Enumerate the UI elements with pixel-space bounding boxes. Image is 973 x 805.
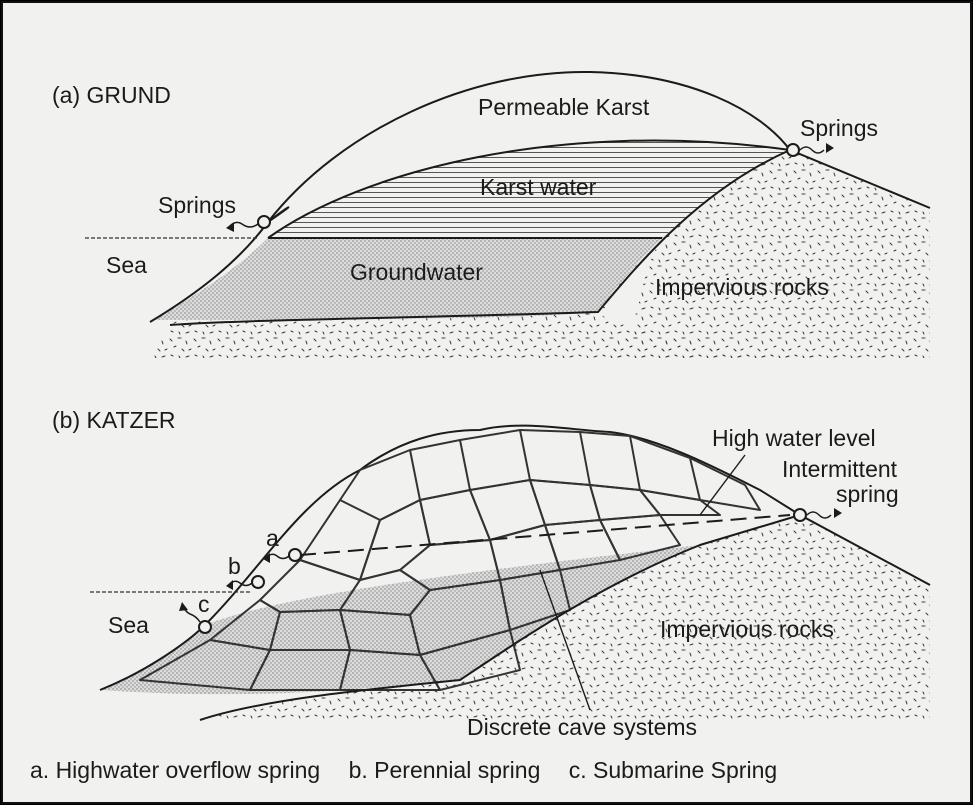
spring-c-label: c <box>198 591 210 617</box>
spring-a-label: a <box>266 525 279 551</box>
legend-item-a: a. Highwater overflow spring <box>30 757 320 783</box>
spring-c-marker <box>199 621 211 633</box>
impervious-rocks-label-b: Impervious rocks <box>660 616 834 642</box>
impervious-rocks-label-a: Impervious rocks <box>655 274 829 300</box>
spring-b-label: b <box>228 553 241 579</box>
high-water-level-label: High water level <box>712 425 876 451</box>
springs-right-label: Springs <box>800 115 878 141</box>
spring-arrow-left-a <box>230 222 258 227</box>
spring-a-arrow <box>267 554 289 558</box>
intermittent-spring-label-line2: spring <box>836 481 899 507</box>
spring-c-arrowhead <box>179 602 188 611</box>
groundwater-label: Groundwater <box>350 259 483 285</box>
spring-b-marker <box>252 576 264 588</box>
legend-item-b: b. Perennial spring <box>349 757 541 783</box>
intermittent-spring-marker <box>794 509 806 521</box>
sea-label-b: Sea <box>108 612 149 638</box>
spring-type-legend: a. Highwater overflow spring b. Perennia… <box>30 757 799 784</box>
springs-left-label: Springs <box>158 192 236 218</box>
spring-a-marker <box>289 549 301 561</box>
legend-item-c: c. Submarine Spring <box>569 757 777 783</box>
discrete-cave-systems-label: Discrete cave systems <box>467 714 697 740</box>
spring-right-a <box>787 144 799 156</box>
permeable-karst-label: Permeable Karst <box>478 94 650 120</box>
spring-left-a <box>258 216 270 228</box>
intermittent-spring-arrow <box>807 512 831 518</box>
panel-b-title: (b) KATZER <box>52 407 176 433</box>
sea-label-a: Sea <box>106 252 147 278</box>
karst-water-label: Karst water <box>480 174 597 200</box>
panel-a-title: (a) GRUND <box>52 82 171 108</box>
spring-arrowhead-right-a <box>826 143 834 153</box>
spring-arrow-right-a <box>800 147 824 153</box>
intermittent-spring-label-line1: Intermittent <box>782 456 898 482</box>
intermittent-spring-arrowhead <box>834 508 842 518</box>
spring-arrowhead-left-a <box>226 222 234 232</box>
spring-b-arrowhead <box>226 580 233 590</box>
